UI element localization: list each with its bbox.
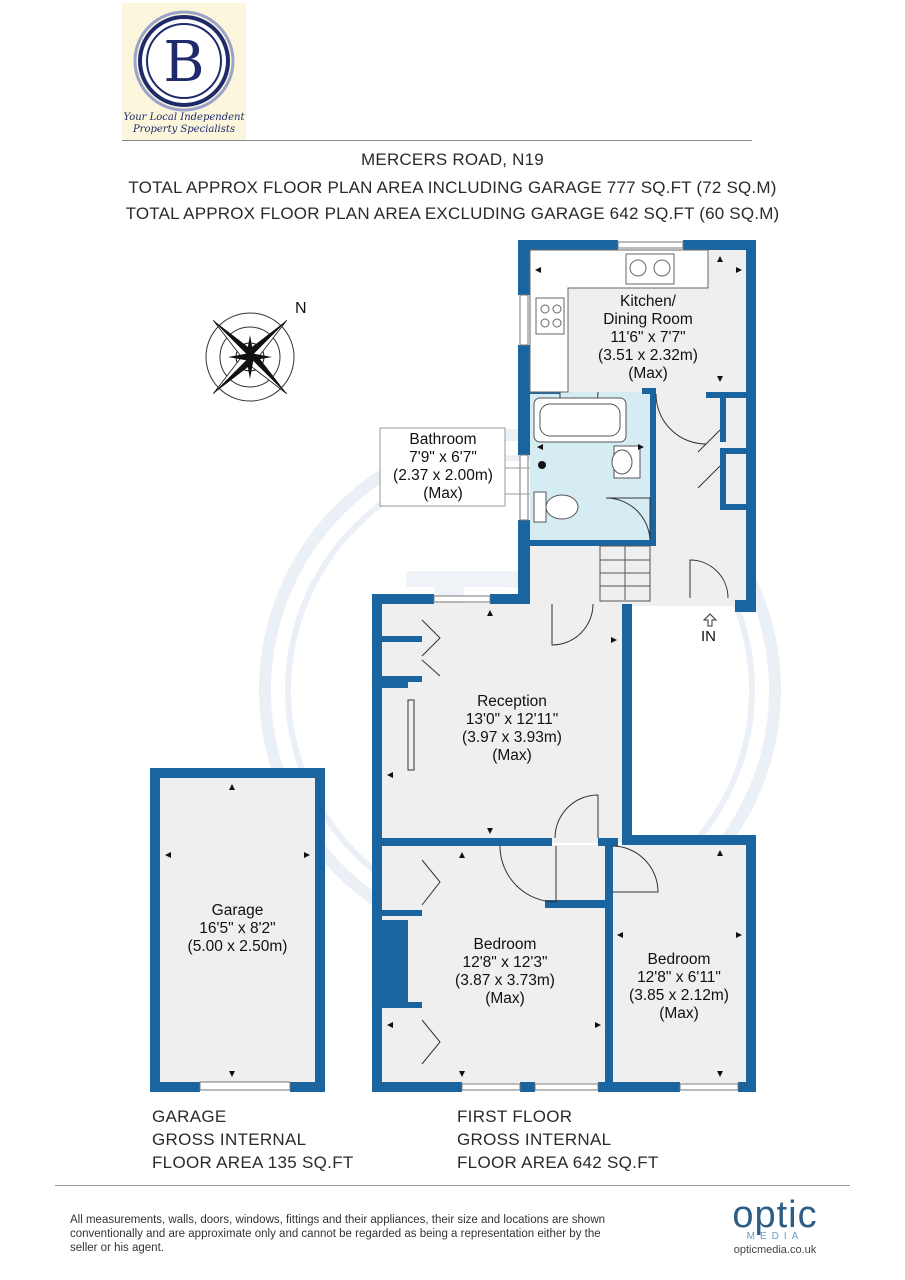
tagline-line-1: Your Local Independent [123, 112, 245, 123]
kitchen-counter [529, 249, 709, 393]
room-name: Bathroom [409, 431, 477, 448]
floor-area-value: FLOOR AREA 642 SQ.FT [457, 1153, 659, 1172]
room-dimensions-imperial: 16'5" x 8'2" [199, 920, 276, 937]
optic-wordmark: optic [732, 1194, 818, 1236]
room-dimensions-metric: (5.00 x 2.50m) [187, 938, 288, 955]
room-name: Garage [211, 902, 264, 919]
room-dimensions-note: (Max) [492, 747, 532, 764]
room-dimensions-note: (Max) [423, 485, 463, 502]
bathroom-fixtures [533, 397, 641, 523]
floor-area-subheading: GROSS INTERNAL [152, 1130, 307, 1149]
room-name: Dining Room [603, 311, 693, 328]
room-dimensions-note: (Max) [485, 990, 525, 1007]
room-dimensions-metric: (3.97 x 3.93m) [462, 729, 562, 746]
room-dimensions-note: (Max) [628, 365, 668, 382]
room-dimensions-imperial: 12'8" x 6'11" [637, 969, 721, 986]
room-dimensions-imperial: 7'9" x 6'7" [409, 449, 477, 466]
first-floor-area: FIRST FLOOR GROSS INTERNAL FLOOR AREA 64… [457, 1105, 659, 1174]
optic-media-logo: optic MEDIA opticmedia.co.uk [700, 1195, 850, 1256]
room-name: Reception [477, 693, 547, 710]
room-dimensions-imperial: 12'8" x 12'3" [462, 954, 548, 971]
floor-area-heading: FIRST FLOOR [457, 1107, 573, 1126]
floor-area-value: FLOOR AREA 135 SQ.FT [152, 1153, 354, 1172]
room-bedroom-2: Bedroom 12'8" x 6'11" (3.85 x 2.12m) (Ma… [614, 951, 744, 1023]
room-dimensions-imperial: 11'6" x 7'7" [610, 329, 686, 346]
floor-area-heading: GARAGE [152, 1107, 227, 1126]
room-name: Kitchen/ [619, 293, 676, 310]
tagline-line-2: Property Specialists [132, 124, 236, 135]
b-logo-icon: B [133, 10, 235, 112]
room-reception: Reception 13'0" x 12'11" (3.97 x 3.93m) … [432, 693, 592, 765]
room-garage: Garage 16'5" x 8'2" (5.00 x 2.50m) [165, 902, 310, 956]
logo-letter: B [163, 30, 204, 95]
room-dimensions-metric: (3.85 x 2.12m) [629, 987, 729, 1004]
room-name: Bedroom [473, 936, 537, 953]
windows [199, 241, 739, 1091]
room-kitchen-dining: Kitchen/ Dining Room 11'6" x 7'7" (3.51 … [578, 293, 718, 383]
room-bathroom: Bathroom 7'9" x 6'7" (2.37 x 2.00m) (Max… [378, 431, 508, 503]
room-dimensions-metric: (3.87 x 3.73m) [455, 972, 555, 989]
total-area-including-garage: TOTAL APPROX FLOOR PLAN AREA INCLUDING G… [128, 178, 777, 197]
total-area-excluding-garage: TOTAL APPROX FLOOR PLAN AREA EXCLUDING G… [125, 204, 780, 223]
disclaimer-text: All measurements, walls, doors, windows,… [70, 1214, 606, 1254]
footer-divider [55, 1185, 850, 1186]
stairs [599, 545, 651, 602]
walls [150, 240, 756, 1092]
entrance-arrow-icon [702, 613, 718, 627]
room-dimensions-imperial: 13'0" x 12'11" [465, 711, 559, 728]
floor-plan: B [150, 240, 781, 1092]
dimension-markers [165, 256, 742, 1077]
room-name: Bedroom [647, 951, 711, 968]
room-bedroom-1: Bedroom 12'8" x 12'3" (3.87 x 3.73m) (Ma… [430, 936, 580, 1008]
property-address: MERCERS ROAD, N19 [361, 150, 544, 169]
optic-media-sub: MEDIA [746, 1231, 804, 1242]
room-dimensions-metric: (2.37 x 2.00m) [393, 467, 493, 484]
logo-tagline: Your Local Independent Property Speciali… [122, 112, 246, 136]
garage-floor-area: GARAGE GROSS INTERNAL FLOOR AREA 135 SQ.… [152, 1105, 354, 1174]
compass-rose-icon [205, 312, 295, 402]
floor-area-subheading: GROSS INTERNAL [457, 1130, 612, 1149]
compass-north-label: N [295, 300, 307, 317]
entrance-label: IN [701, 628, 716, 645]
agency-logo: B [122, 3, 246, 141]
optic-url: opticmedia.co.uk [733, 1244, 817, 1256]
header-divider [122, 140, 752, 141]
room-dimensions-note: (Max) [659, 1005, 699, 1022]
doors [407, 391, 729, 1065]
room-dimensions-metric: (3.51 x 2.32m) [598, 347, 698, 364]
